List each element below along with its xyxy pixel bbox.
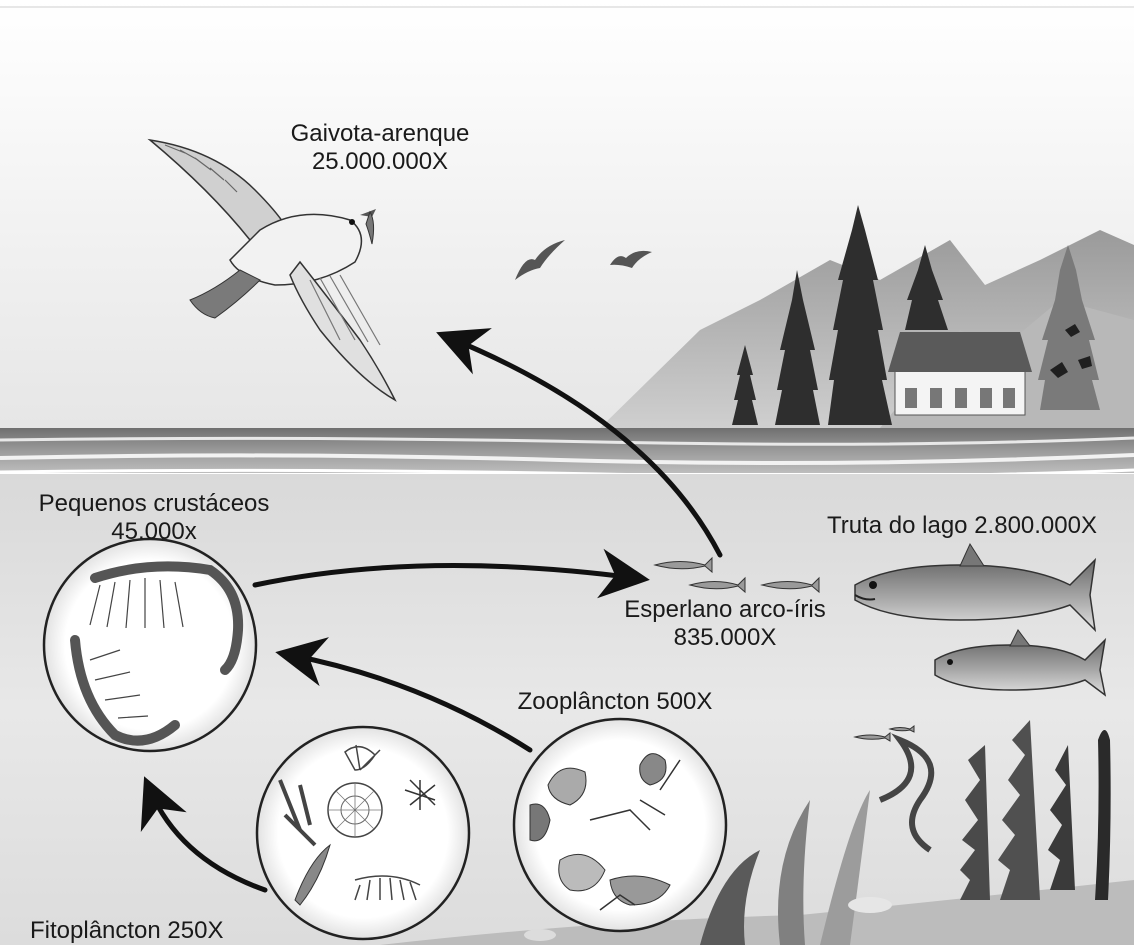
gull-factor: 25.000.000X xyxy=(270,148,490,176)
crustaceans-circle xyxy=(44,539,256,751)
phytoplankton-label: Fitoplâncton 250X xyxy=(0,917,300,945)
lakeside-house xyxy=(888,332,1032,415)
smelt-label: Esperlano arco-íris 835.000X xyxy=(590,596,860,652)
trout-text: Truta do lago 2.800.000X xyxy=(790,512,1134,540)
smelt-factor: 835.000X xyxy=(590,624,860,652)
water-surface xyxy=(0,428,1134,473)
zooplankton-circle xyxy=(514,719,726,931)
crustaceans-label: Pequenos crustáceos 45.000x xyxy=(4,490,304,546)
phytoplankton-text: Fitoplâncton 250X xyxy=(30,917,300,945)
zooplankton-text: Zooplâncton 500X xyxy=(490,688,740,716)
crustaceans-name: Pequenos crustáceos xyxy=(4,490,304,518)
phytoplankton-circle xyxy=(257,727,469,939)
gull-label: Gaivota-arenque 25.000.000X xyxy=(270,120,490,176)
trout-label: Truta do lago 2.800.000X xyxy=(790,512,1134,540)
crustaceans-factor: 45.000x xyxy=(4,518,304,546)
zooplankton-label: Zooplâncton 500X xyxy=(490,688,740,716)
smelt-name: Esperlano arco-íris xyxy=(590,596,860,624)
gull-name: Gaivota-arenque xyxy=(270,120,490,148)
